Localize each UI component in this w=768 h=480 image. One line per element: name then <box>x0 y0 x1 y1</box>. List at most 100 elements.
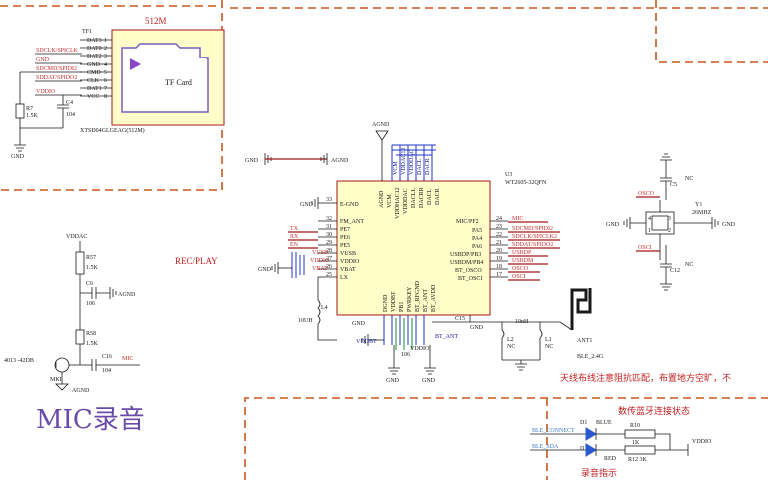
svg-text:PE6: PE6 <box>340 235 350 241</box>
svg-text:VBAT: VBAT <box>312 266 328 272</box>
svg-text:BLE_2.4G: BLE_2.4G <box>577 354 604 360</box>
pcb-antenna-icon <box>570 288 592 330</box>
svg-text:30: 30 <box>326 232 332 238</box>
svg-text:BT_OSCO: BT_OSCO <box>455 268 482 274</box>
svg-text:BT_ANT: BT_ANT <box>423 289 429 312</box>
r7-resistor <box>15 103 25 119</box>
svg-text:DACR: DACR <box>425 158 431 175</box>
svg-text:29: 29 <box>326 240 332 246</box>
svg-text:7: 7 <box>104 86 107 92</box>
svg-text:BT_ANT: BT_ANT <box>435 334 458 340</box>
tf-card-label: TF Card <box>165 78 192 87</box>
tf-pin: DAT1 <box>87 86 102 92</box>
tf-pin: CLK <box>87 78 100 84</box>
svg-text:NC: NC <box>685 176 693 182</box>
u3-chip-body <box>336 180 491 316</box>
svg-text:E-GND: E-GND <box>340 202 359 208</box>
svg-text:C12: C12 <box>670 268 680 274</box>
svg-text:RX: RX <box>290 234 299 240</box>
svg-text:4013 -42DB: 4013 -42DB <box>4 358 34 364</box>
svg-text:RED: RED <box>604 456 617 462</box>
svg-text:22: 22 <box>496 232 502 238</box>
svg-text:VUSB: VUSB <box>340 251 356 257</box>
svg-text:VCM: VCM <box>387 194 393 208</box>
svg-text:R7: R7 <box>26 106 33 112</box>
svg-text:VDDIO: VDDIO <box>410 346 430 352</box>
svg-text:NC: NC <box>507 344 515 350</box>
svg-text:GND: GND <box>606 222 620 228</box>
svg-text:VDDDAC: VDDDAC <box>409 149 415 175</box>
svg-text:106: 106 <box>86 301 95 307</box>
svg-text:4: 4 <box>648 216 651 222</box>
svg-text:R12 3K: R12 3K <box>628 457 648 463</box>
svg-text:PE7: PE7 <box>340 227 350 233</box>
tf-pin: DAT0 <box>87 46 102 52</box>
svg-text:OSCO: OSCO <box>638 191 655 197</box>
antenna-warning: 天线布线注意阻抗匹配，布置地方空旷，不 <box>560 372 731 383</box>
tf-net-sdcmd: SDCMD/SPIDI2 <box>36 66 77 72</box>
svg-text:DACL: DACL <box>417 158 423 175</box>
svg-text:26MHZ: 26MHZ <box>692 210 712 216</box>
svg-text:PA6: PA6 <box>472 244 482 250</box>
svg-text:OSCI: OSCI <box>638 245 652 251</box>
svg-text:R10: R10 <box>630 423 640 429</box>
led-title: 数传蓝牙连接状态 <box>618 405 690 416</box>
tf-size: 512M <box>145 16 167 26</box>
c6-capacitor <box>80 287 110 299</box>
svg-text:DACL: DACL <box>427 188 433 205</box>
svg-text:10UH: 10UH <box>298 318 313 324</box>
svg-text:BT_RFGND: BT_RFGND <box>415 280 421 312</box>
gnd-symbol <box>14 144 26 152</box>
tf-card-section: TF1 512M TF Card XTSD04GLGEAG(512M) DAT3… <box>11 16 225 160</box>
svg-text:1.5K: 1.5K <box>26 113 39 119</box>
svg-text:GND: GND <box>386 378 400 384</box>
svg-text:BLUE: BLUE <box>596 420 612 426</box>
svg-text:PA4: PA4 <box>472 236 482 242</box>
svg-text:21: 21 <box>496 240 502 246</box>
svg-text:26: 26 <box>326 264 332 270</box>
u3-section: U3 WT2605-32QFN AGND AGND VCM VDDHAC12 V… <box>245 122 560 384</box>
svg-text:4: 4 <box>104 62 107 68</box>
svg-text:FM_ANT: FM_ANT <box>340 219 364 225</box>
tf-net-sddat: SDDAT/SPIDO2 <box>36 75 77 81</box>
svg-text:PE5: PE5 <box>340 243 350 249</box>
svg-text:USBDM: USBDM <box>512 258 534 264</box>
svg-text:L1: L1 <box>545 337 552 343</box>
svg-text:USBDM/PB4: USBDM/PB4 <box>450 260 483 266</box>
svg-text:2: 2 <box>104 46 107 52</box>
led-caption: 录音指示 <box>581 467 617 478</box>
u3-part: WT2605-32QFN <box>505 180 547 186</box>
svg-text:GND: GND <box>422 378 436 384</box>
antenna-section: ANT1 BLE_2.4G 10nH L2 NC L1 NC 天线布线注意阻抗匹… <box>470 288 731 383</box>
svg-text:NC: NC <box>685 262 693 268</box>
mic-section: REC/PLAY VDDAC R57 1.5K AGND C6 106 R58 … <box>4 234 218 435</box>
svg-text:VDDIO: VDDIO <box>340 259 360 265</box>
svg-text:EN: EN <box>290 242 299 248</box>
svg-text:AGND: AGND <box>331 158 349 164</box>
tf-card-arrow-icon <box>130 58 141 70</box>
r12-resistor <box>624 445 656 455</box>
svg-text:1.5K: 1.5K <box>86 265 99 271</box>
svg-text:17: 17 <box>496 272 502 278</box>
svg-text:C5: C5 <box>670 182 677 188</box>
svg-text:R58: R58 <box>86 331 96 337</box>
svg-text:VDDIO: VDDIO <box>310 258 330 264</box>
svg-text:PB1: PB1 <box>399 302 405 312</box>
svg-text:106: 106 <box>401 352 410 358</box>
tf-pin: CMD <box>87 70 101 76</box>
svg-text:C4: C4 <box>66 100 73 106</box>
svg-text:1: 1 <box>648 228 651 234</box>
svg-text:GND: GND <box>300 202 314 208</box>
svg-text:23: 23 <box>496 224 502 230</box>
svg-text:3: 3 <box>668 216 671 222</box>
tf-net-sdclk: SDCLK/SPICLK <box>36 48 79 54</box>
svg-text:1: 1 <box>104 38 107 44</box>
svg-text:25: 25 <box>326 272 332 278</box>
svg-text:28: 28 <box>326 248 332 254</box>
svg-text:10nH: 10nH <box>515 319 529 325</box>
svg-text:PWRKEY: PWRKEY <box>407 286 413 312</box>
svg-text:AGND: AGND <box>372 122 390 128</box>
svg-text:MIC: MIC <box>122 356 133 362</box>
tf-pin: VCC <box>87 94 99 100</box>
